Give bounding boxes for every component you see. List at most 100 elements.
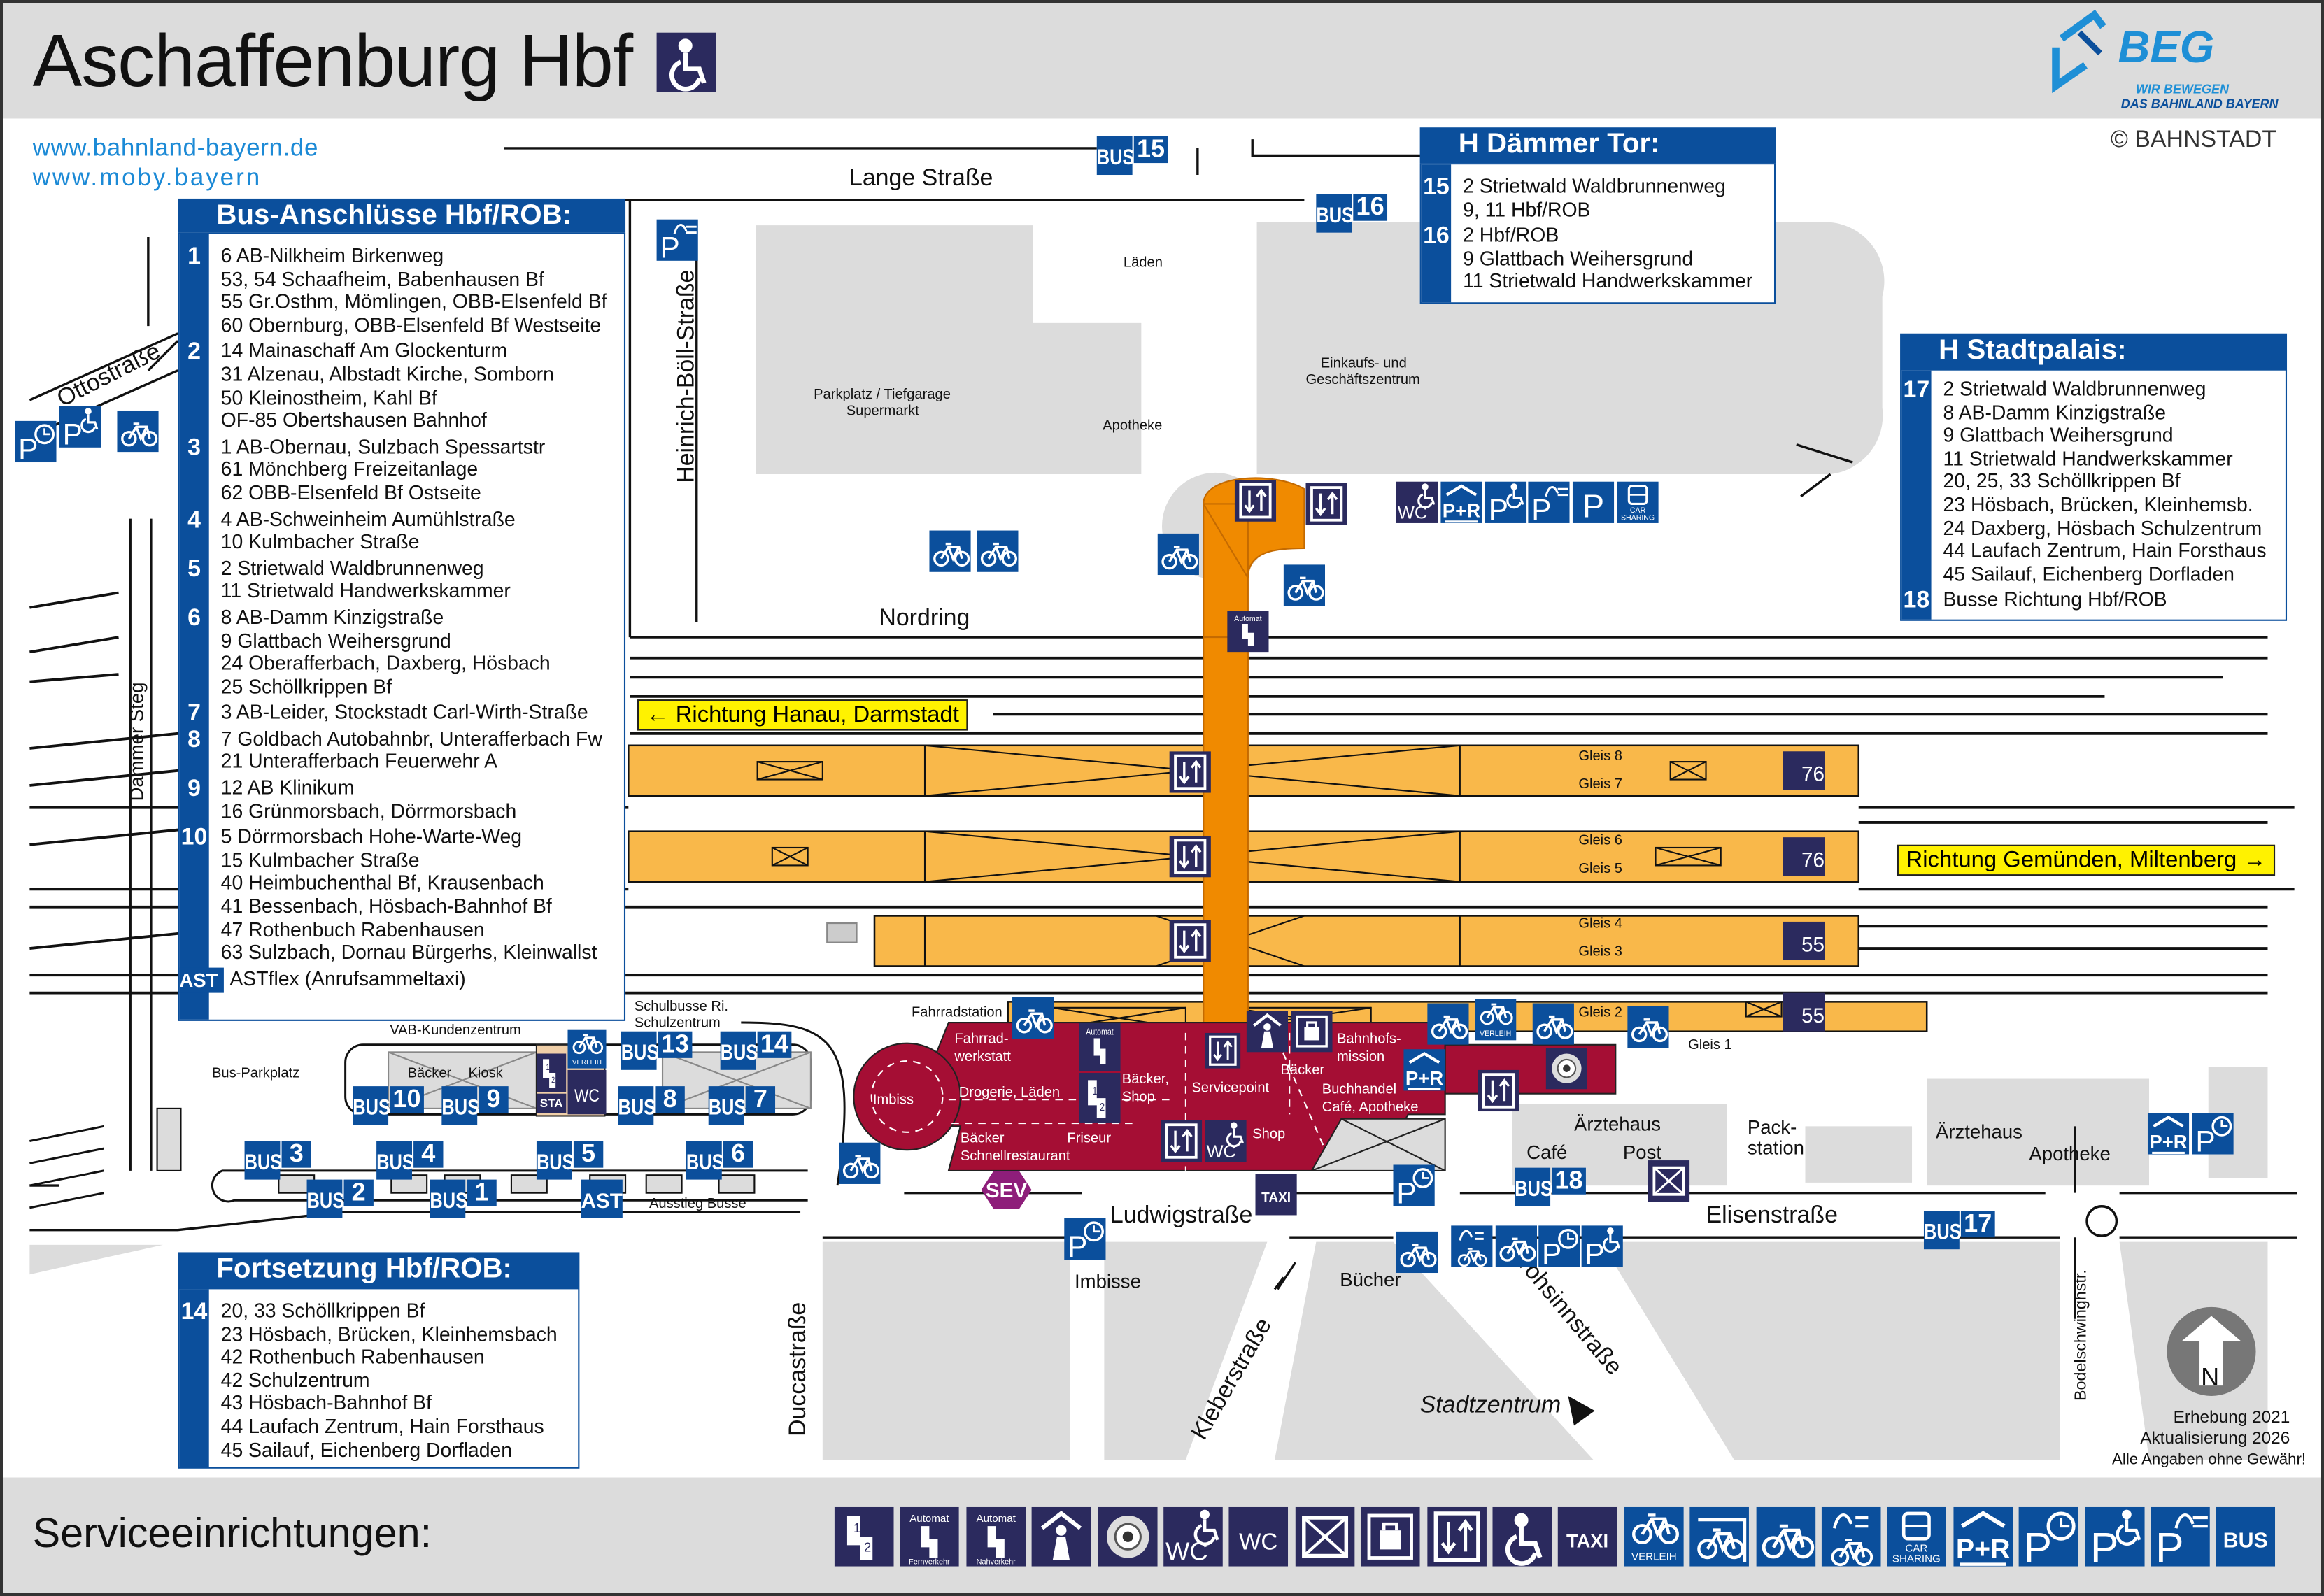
elevator-icon[interactable] bbox=[1205, 1032, 1241, 1069]
elevator-icon[interactable] bbox=[1305, 483, 1347, 525]
route-line: 47 Rothenbuch Rabenhausen bbox=[220, 918, 485, 941]
taxi-icon[interactable]: TAXI bbox=[1255, 1174, 1297, 1216]
locker-icon[interactable] bbox=[1291, 1011, 1333, 1053]
parking-accessible-icon[interactable]: P bbox=[59, 406, 101, 448]
bus-icon: BUS bbox=[2216, 1506, 2276, 1567]
mailbox-icon bbox=[1295, 1506, 1354, 1567]
elevator-icon[interactable] bbox=[1478, 1069, 1519, 1112]
label-post: Post bbox=[1622, 1141, 1662, 1164]
wc-icon[interactable]: WC bbox=[567, 1069, 607, 1115]
ebike-charging-icon bbox=[1821, 1506, 1881, 1567]
park-and-ride-icon[interactable]: P+R bbox=[1403, 1049, 1445, 1091]
parking-short-icon[interactable]: P bbox=[1064, 1218, 1106, 1260]
svg-text:SHARING: SHARING bbox=[1621, 514, 1655, 522]
park-and-ride-icon[interactable]: P+R bbox=[1440, 481, 1482, 523]
bike-parking-icon[interactable] bbox=[1396, 1231, 1438, 1274]
bike-parking-covered-icon bbox=[1689, 1506, 1750, 1567]
bike-rental-icon[interactable]: VERLEIH bbox=[1475, 999, 1517, 1041]
parking-icon[interactable]: P bbox=[1572, 481, 1615, 523]
route-line: 8 AB-Damm Kinzigstraße bbox=[1943, 401, 2166, 424]
elevator-icon[interactable] bbox=[1160, 1120, 1203, 1162]
bike-parking-icon[interactable] bbox=[1283, 564, 1326, 606]
route-line: 44 Laufach Zentrum, Hain Forsthaus bbox=[1943, 539, 2267, 562]
ticket-machine-icon[interactable]: Automat bbox=[1079, 1023, 1121, 1071]
bike-parking-icon[interactable] bbox=[117, 410, 159, 453]
parking-short-icon[interactable]: P bbox=[1393, 1164, 1435, 1206]
elevator-icon[interactable] bbox=[1169, 751, 1211, 793]
parking-accessible-icon[interactable]: P bbox=[1485, 481, 1527, 523]
parking-ev-icon[interactable]: P bbox=[1528, 481, 1570, 523]
label-bahnhofsmission-1: Bahnhofs- bbox=[1336, 1031, 1401, 1048]
bike-rental-icon[interactable]: VERLEIH bbox=[567, 1029, 607, 1069]
route-line: 42 Rothenbuch Rabenhausen bbox=[220, 1346, 485, 1369]
parking-accessible-icon[interactable]: P bbox=[1581, 1225, 1623, 1267]
park-and-ride-icon[interactable]: P+R bbox=[2147, 1113, 2190, 1155]
bike-parking-icon[interactable] bbox=[1532, 1003, 1574, 1045]
elevator-icon[interactable] bbox=[1234, 480, 1277, 522]
bus-connections-title: Bus-Anschlüsse Hbf/ROB: bbox=[178, 198, 626, 234]
bike-parking-icon[interactable] bbox=[839, 1142, 881, 1184]
label-baecker-shop-1: Bäcker, bbox=[1121, 1071, 1169, 1088]
svg-text:WC: WC bbox=[574, 1086, 600, 1106]
label-fahrradwerkstatt-2: werkstatt bbox=[954, 1049, 1011, 1066]
link-moby-bayern[interactable]: www.moby.bayern bbox=[32, 164, 262, 192]
wc-accessible-icon[interactable]: WC bbox=[1396, 481, 1438, 523]
parking-ev-icon[interactable]: P bbox=[656, 219, 698, 261]
route-line: 55 Gr.Osthm, Mömlingen, OBB-Elsenfeld Bf bbox=[220, 290, 607, 313]
bike-station-icon[interactable] bbox=[1012, 997, 1054, 1039]
ast-stop[interactable]: AST bbox=[581, 1179, 623, 1218]
bike-parking-icon[interactable] bbox=[1157, 533, 1199, 576]
route-line: 20, 25, 33 Schöllkrippen Bf bbox=[1943, 470, 2181, 493]
stop-number: 17 bbox=[1903, 378, 1930, 404]
daemmer-tor-title: H Dämmer Tor: bbox=[1419, 127, 1776, 164]
ticket-machine-icon[interactable]: Automat bbox=[1227, 610, 1269, 653]
elevator-icon[interactable] bbox=[1169, 836, 1211, 878]
route-line: 16 Grünmorsbach, Dörrmorsbach bbox=[220, 799, 517, 822]
parking-short-icon[interactable]: P bbox=[2192, 1113, 2234, 1155]
police-icon[interactable] bbox=[1545, 1048, 1588, 1090]
parking-short-icon[interactable]: P bbox=[15, 420, 57, 463]
label-buecher: Bücher bbox=[1340, 1268, 1401, 1291]
svg-text:Automat: Automat bbox=[910, 1513, 950, 1525]
bike-parking-icon[interactable] bbox=[977, 530, 1019, 572]
mailbox-icon[interactable] bbox=[1648, 1160, 1690, 1202]
svg-text:Nahverkehr: Nahverkehr bbox=[976, 1558, 1016, 1567]
link-bahnland-bayern[interactable]: www.bahnland-bayern.de bbox=[32, 134, 319, 162]
bike-parking-icon[interactable] bbox=[929, 530, 971, 572]
stop-number: 4 bbox=[187, 507, 201, 533]
bike-parking-icon[interactable] bbox=[1627, 1006, 1669, 1048]
route-line: 31 Alzenau, Albstadt Kirche, Somborn bbox=[220, 363, 554, 385]
railway-mission-icon[interactable] bbox=[1246, 1011, 1289, 1053]
elevator-icon[interactable] bbox=[1169, 920, 1211, 962]
bike-parking-icon[interactable] bbox=[1427, 1003, 1469, 1045]
parking-short-icon[interactable]: P bbox=[1538, 1225, 1580, 1267]
wc-accessible-icon[interactable]: WC bbox=[1205, 1120, 1247, 1162]
bike-parking-icon[interactable] bbox=[1495, 1225, 1538, 1267]
ebike-charging-icon[interactable] bbox=[1451, 1225, 1493, 1267]
